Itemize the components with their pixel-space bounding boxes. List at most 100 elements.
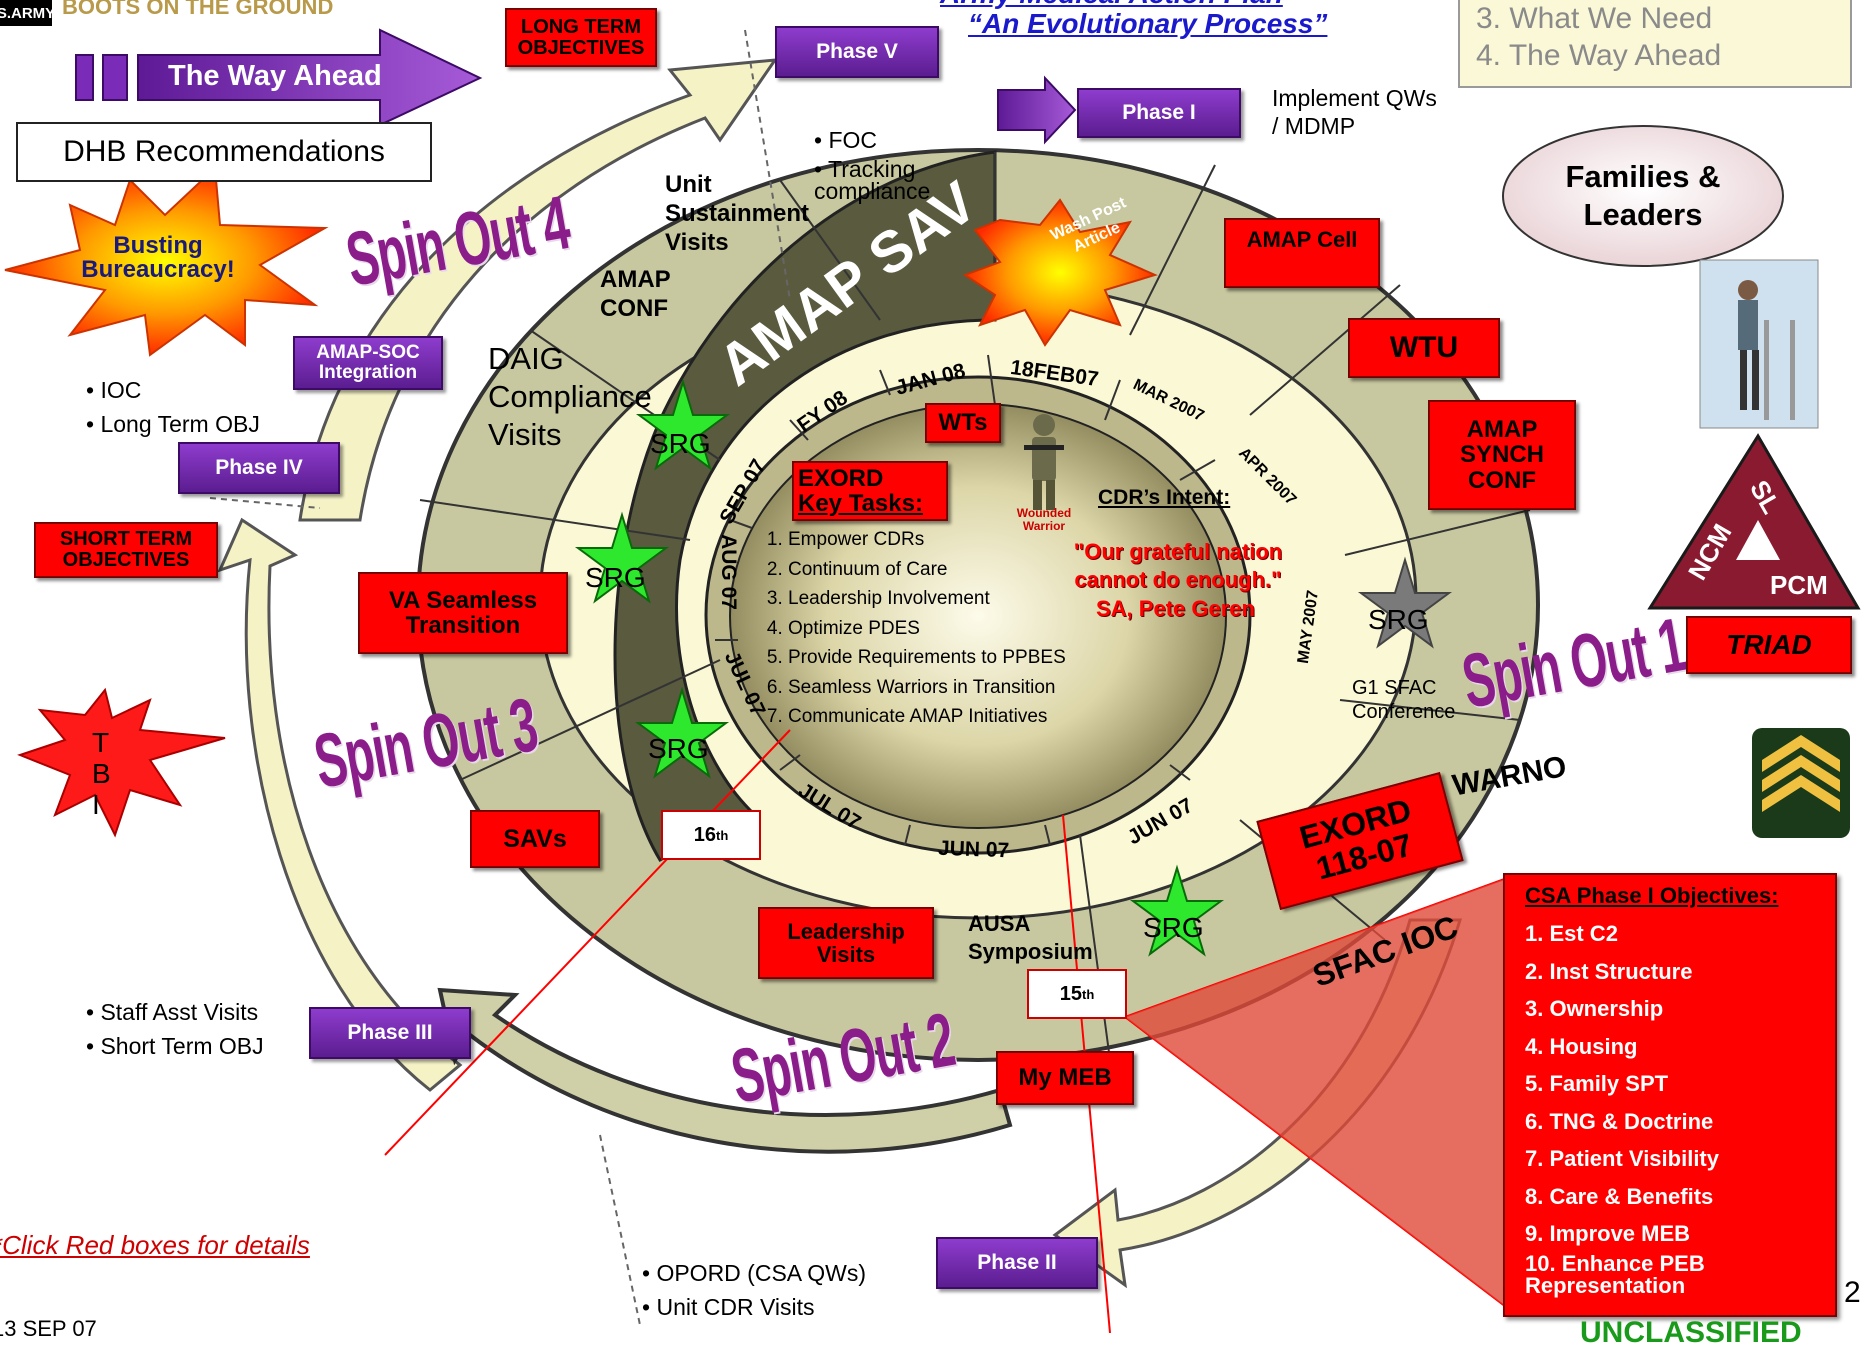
srg-label-3: SRG <box>648 733 709 764</box>
army-logo-text: S.ARMY <box>0 4 56 22</box>
phase-v-label: Phase V <box>816 39 898 63</box>
csa-objectives-list: 1. Est C2 2. Inst Structure 3. Ownership… <box>1525 915 1725 1297</box>
my-meb-box[interactable]: My MEB <box>996 1051 1134 1105</box>
page-number: 2 <box>1844 1276 1861 1309</box>
wts-label: WTs <box>938 409 988 437</box>
tbi-label[interactable]: TBI <box>92 727 111 820</box>
phase-ii-notes: • OPORD (CSA QWs) • Unit CDR Visits <box>642 1256 866 1324</box>
va-seamless-transition-box[interactable]: VA Seamless Transition <box>358 572 568 654</box>
csa-objective: 7. Patient Visibility <box>1525 1146 1719 1171</box>
exord-key-tasks-line2: Key Tasks: <box>798 490 923 517</box>
phase-iii-box[interactable]: Phase III <box>309 1007 471 1059</box>
objective-dashed-lines <box>209 29 791 1326</box>
month-label: JUN 07 <box>937 836 1010 863</box>
date-15-value: 15 <box>1059 982 1082 1005</box>
date-16-value: 16 <box>693 823 716 846</box>
srg-star-1[interactable] <box>635 378 731 471</box>
ausa-symposium-label: AUSA Symposium <box>968 911 1093 964</box>
csa-objective: 9. Improve MEB <box>1525 1221 1691 1246</box>
savs-label: SAVs <box>503 824 567 853</box>
triad-pcm-label: PCM <box>1770 570 1828 600</box>
csa-objective: 6. TNG & Doctrine <box>1525 1108 1714 1134</box>
srg-label-4: SRG <box>1368 604 1429 635</box>
csa-objective: 4. Housing <box>1525 1033 1638 1059</box>
srg-star-4[interactable] <box>1357 556 1453 649</box>
wounded-warrior-label: Wounded Warrior <box>1016 506 1072 533</box>
unit-sustainment-visits-label: Unit Sustainment Visits <box>665 171 810 256</box>
key-task: Communicate AMAP Initiatives <box>788 702 1066 732</box>
amap-synch-conf-box[interactable]: AMAP SYNCH CONF <box>1428 400 1576 510</box>
csa-objectives-panel[interactable]: CSA Phase I Objectives: 1. Est C2 2. Ins… <box>1503 873 1837 1317</box>
csa-callout-fan <box>1125 877 1510 1310</box>
dhb-recommendations-box[interactable]: DHB Recommendations <box>16 122 432 182</box>
csa-objectives-title: CSA Phase I Objectives: <box>1525 883 1779 908</box>
cdr-intent-title: CDR’s Intent: <box>1098 486 1231 509</box>
agenda-item-4[interactable]: 4. The Way Ahead <box>1476 39 1722 72</box>
amap-sav-wedge <box>613 150 997 863</box>
phase-iii-note: • Short Term OBJ <box>86 1033 264 1059</box>
amap-synch-conf-label: AMAP SYNCH CONF <box>1459 416 1544 494</box>
amap-cell-label: AMAP Cell <box>1246 227 1358 252</box>
tbi-burst <box>17 687 226 838</box>
way-ahead-arrow[interactable] <box>75 28 483 127</box>
csa-objective: 5. Family SPT <box>1525 1071 1669 1096</box>
key-task: Provide Requirements to PPBES <box>788 643 1066 673</box>
leadership-visits-label: Leadership Visits <box>787 918 905 967</box>
key-task: Empower CDRs <box>788 525 1066 555</box>
wtu-label: WTU <box>1389 331 1459 365</box>
wash-post-burst[interactable] <box>962 198 1158 347</box>
phase-ii-box[interactable]: Phase II <box>936 1237 1098 1289</box>
key-task: Leadership Involvement <box>788 584 1066 614</box>
long-term-objectives-box[interactable]: LONG TERM OBJECTIVES <box>505 8 657 67</box>
cdr-intent-quote: "Our grateful nation cannot do enough." <box>1073 539 1283 592</box>
way-ahead-label: The Way Ahead <box>168 60 382 92</box>
leadership-visits-box[interactable]: Leadership Visits <box>758 907 934 979</box>
triad-box[interactable]: TRIAD <box>1686 616 1852 674</box>
wtu-box[interactable]: WTU <box>1348 318 1500 378</box>
phase-i-arrow[interactable] <box>997 75 1077 145</box>
phase-i-label: Phase I <box>1122 100 1196 124</box>
logo-tagline: BOOTS ON THE GROUND <box>62 0 334 19</box>
amap-soc-integration-box[interactable]: AMAP-SOC Integration <box>293 336 443 390</box>
srg-label-2: SRG <box>585 562 646 593</box>
csa-objective: 8. Care & Benefits <box>1525 1183 1714 1209</box>
families-ellipse <box>1502 125 1784 267</box>
va-seamless-label: VA Seamless Transition <box>388 586 538 639</box>
phase-iv-note: • Long Term OBJ <box>86 411 260 437</box>
phase-iv-label: Phase IV <box>215 455 303 479</box>
phase-v-notes: • FOC • Tracking compliance <box>814 122 954 204</box>
busting-bureaucracy-burst <box>4 165 329 357</box>
long-term-objectives-label: LONG TERM OBJECTIVES <box>517 15 645 59</box>
page-title[interactable]: Army Medical Action Plan <box>940 0 1283 10</box>
date-16-suffix: th <box>715 827 729 843</box>
agenda-item-3[interactable]: 3. What We Need <box>1476 2 1713 35</box>
key-task: Continuum of Care <box>788 555 1066 585</box>
phase-v-box[interactable]: Phase V <box>775 26 939 78</box>
phase-ii-note: • OPORD (CSA QWs) <box>642 1260 867 1286</box>
srg-label-1: SRG <box>650 428 711 459</box>
wounded-warrior-figure <box>1024 414 1064 510</box>
exord-key-tasks-box[interactable]: EXORD Key Tasks: <box>792 461 948 521</box>
short-term-objectives-box[interactable]: SHORT TERM OBJECTIVES <box>34 522 218 578</box>
srg-star-5[interactable] <box>1129 864 1225 957</box>
phase-iv-notes: • IOC • Long Term OBJ <box>86 373 260 441</box>
phase-v-note: • Tracking compliance <box>814 156 931 204</box>
wounded-soldier-photo <box>1699 259 1819 429</box>
amap-cell-box[interactable]: AMAP Cell <box>1224 218 1380 288</box>
phase-iv-box[interactable]: Phase IV <box>178 442 340 494</box>
savs-box[interactable]: SAVs <box>470 810 600 868</box>
classification-banner: UNCLASSIFIED <box>1580 1316 1802 1349</box>
phase-i-box[interactable]: Phase I <box>1077 88 1241 138</box>
wts-box[interactable]: WTs <box>925 403 1001 443</box>
daig-compliance-label: DAIG Compliance Visits <box>488 341 652 452</box>
srg-star-3[interactable] <box>634 686 730 779</box>
srg-star-2[interactable] <box>574 511 670 604</box>
csa-objective: 3. Ownership <box>1525 996 1664 1021</box>
rank-chevrons-icon <box>1752 728 1850 838</box>
busting-bureaucracy-label: Busting Bureaucracy! <box>58 234 258 282</box>
phase-i-note: Implement QWs / MDMP <box>1272 85 1437 139</box>
click-red-boxes-note[interactable]: *Click Red boxes for details <box>0 1230 310 1260</box>
srg-label-5: SRG <box>1143 912 1204 943</box>
